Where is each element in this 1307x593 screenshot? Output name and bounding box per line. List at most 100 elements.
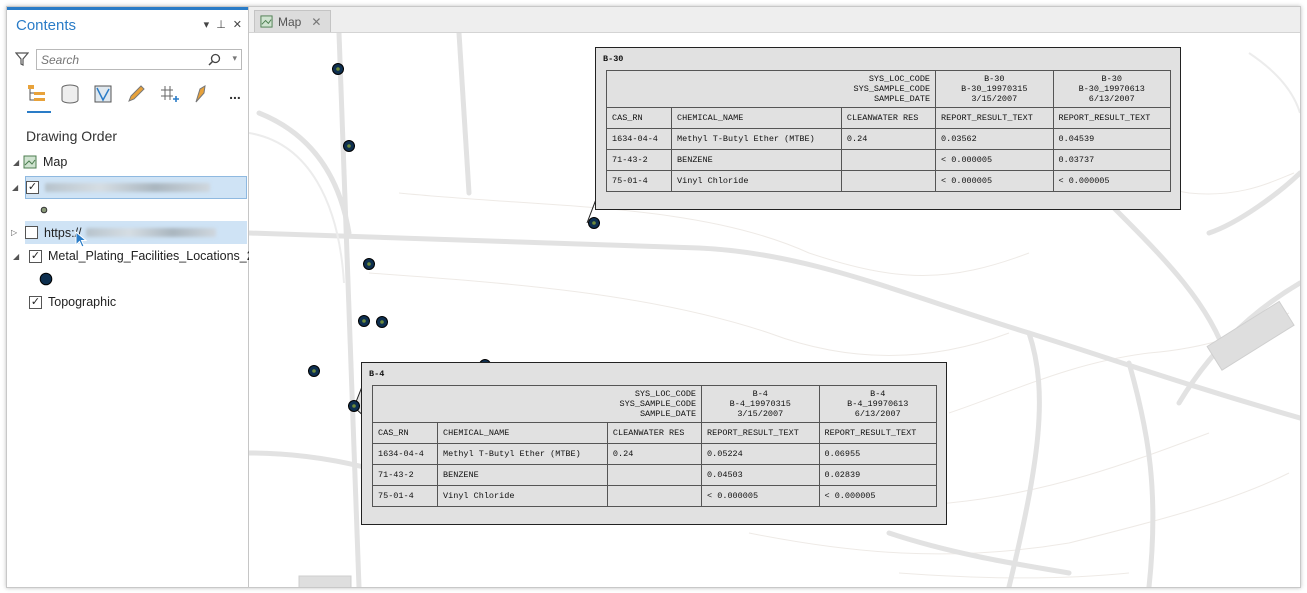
- list-by-snapping-icon[interactable]: [157, 82, 181, 106]
- list-by-selection-icon[interactable]: [91, 82, 115, 106]
- column-header: REPORT_RESULT_TEXT: [818, 422, 937, 444]
- cell: < 0.000005: [935, 149, 1054, 171]
- sample-loc: B-30: [1101, 74, 1122, 84]
- cell: < 0.000005: [935, 170, 1054, 192]
- sample-header: B-30 B-30_19970613 6/13/2007: [1052, 70, 1171, 108]
- table-row: 71-43-2 BENZENE 0.04503 0.02839: [371, 464, 937, 486]
- cell: 0.06955: [818, 443, 937, 465]
- metal-plating-checkbox[interactable]: ✓: [29, 249, 42, 263]
- column-header: REPORT_RESULT_TEXT: [935, 107, 1054, 129]
- collapse-icon[interactable]: ◢: [12, 183, 19, 192]
- tree-metal-plating[interactable]: ◢ ✓ Metal_Plating_Facilities_Locations_2…: [13, 245, 261, 267]
- collapse-icon[interactable]: ◢: [13, 251, 20, 261]
- sample-code: B-30_19970315: [961, 84, 1028, 94]
- cell: Vinyl Chloride: [437, 485, 608, 507]
- column-header: CAS_RN: [371, 422, 439, 444]
- tab-map[interactable]: Map ✕: [254, 10, 331, 32]
- cell: 1634-04-4: [371, 443, 439, 465]
- pane-menu-icon[interactable]: ▾: [203, 19, 210, 31]
- table-row: 75-01-4 Vinyl Chloride < 0.000005 < 0.00…: [371, 485, 937, 507]
- cell: Methyl T-Butyl Ether (MTBE): [671, 128, 842, 150]
- cell: 0.24: [840, 128, 937, 150]
- layer-1-checkbox[interactable]: ✓: [26, 181, 39, 194]
- cell: 0.04539: [1052, 128, 1171, 150]
- search-input[interactable]: [37, 50, 205, 69]
- sample-header: B-4 B-4_19970613 6/13/2007: [818, 385, 937, 423]
- cell: < 0.000005: [818, 485, 937, 507]
- layer-2-checkbox[interactable]: [25, 226, 38, 239]
- search-icon[interactable]: [208, 53, 221, 66]
- close-pane-icon[interactable]: ✕: [232, 19, 242, 31]
- list-by-labeling-icon[interactable]: [190, 82, 214, 106]
- facility-point[interactable]: [376, 316, 388, 328]
- facility-point[interactable]: [308, 365, 320, 377]
- map-layer-label: Map: [43, 155, 68, 169]
- app-window: Contents ▾ ⊥ ✕ ▾: [6, 6, 1301, 588]
- cell: 75-01-4: [605, 170, 673, 192]
- list-by-data-source-icon[interactable]: [58, 82, 82, 106]
- layer-1-name-redacted: [45, 183, 210, 192]
- more-icon[interactable]: ...: [229, 86, 241, 102]
- cell: < 0.000005: [1052, 170, 1171, 192]
- header-label: SAMPLE_DATE: [639, 409, 697, 419]
- cell: BENZENE: [671, 149, 842, 171]
- cell: 0.24: [606, 443, 703, 465]
- cell: [840, 170, 937, 192]
- cell: 0.04503: [701, 464, 820, 486]
- mouse-cursor-icon: [75, 231, 88, 248]
- popup-b30-header-labels: SYS_LOC_CODE SYS_SAMPLE_CODE SAMPLE_DATE: [605, 70, 937, 108]
- facility-point[interactable]: [363, 258, 375, 270]
- tree-layer-2[interactable]: ▷ https://: [11, 221, 247, 244]
- view-tabstrip: Map ✕: [249, 7, 1300, 33]
- search-dropdown-icon[interactable]: ▾: [232, 53, 237, 63]
- tree-topographic[interactable]: ✓ Topographic: [29, 291, 116, 313]
- popup-b4[interactable]: B-4 SYS_LOC_CODE SYS_SAMPLE_CODE SAMPLE_…: [361, 362, 947, 525]
- close-tab-icon[interactable]: ✕: [311, 14, 322, 29]
- pane-controls: ▾ ⊥ ✕: [204, 18, 242, 31]
- facility-point[interactable]: [588, 217, 600, 229]
- sample-header: B-30 B-30_19970315 3/15/2007: [935, 70, 1054, 108]
- header-label: SYS_SAMPLE_CODE: [853, 84, 931, 94]
- table-row: 71-43-2 BENZENE < 0.000005 0.03737: [605, 149, 1171, 171]
- facility-point[interactable]: [348, 400, 360, 412]
- drawing-order-heading: Drawing Order: [26, 128, 118, 144]
- cell: 71-43-2: [371, 464, 439, 486]
- cell: [606, 464, 703, 486]
- cell: Vinyl Chloride: [671, 170, 842, 192]
- collapse-icon[interactable]: ◢: [13, 157, 20, 167]
- facility-point[interactable]: [332, 63, 344, 75]
- list-by-editing-icon[interactable]: [124, 82, 148, 106]
- sample-date: 3/15/2007: [971, 94, 1018, 104]
- cell: 75-01-4: [371, 485, 439, 507]
- cell: 0.05224: [701, 443, 820, 465]
- contents-pane: Contents ▾ ⊥ ✕ ▾: [7, 7, 261, 587]
- column-header-row: CAS_RN CHEMICAL_NAME CLEANWATER RES REPO…: [371, 422, 937, 444]
- tab-map-label: Map: [278, 14, 302, 29]
- facility-point[interactable]: [358, 315, 370, 327]
- sample-loc: B-4: [870, 389, 886, 399]
- column-header: CLEANWATER RES: [840, 107, 937, 129]
- cell: 1634-04-4: [605, 128, 673, 150]
- popup-b30-title: B-30: [603, 54, 624, 64]
- column-header: CHEMICAL_NAME: [671, 107, 842, 129]
- popup-b30[interactable]: B-30 SYS_LOC_CODE SYS_SAMPLE_CODE SAMPLE…: [595, 47, 1181, 210]
- layer-2-url-redacted: [85, 228, 216, 237]
- list-by-drawing-order-icon[interactable]: [25, 82, 49, 106]
- popup-b4-header-labels: SYS_LOC_CODE SYS_SAMPLE_CODE SAMPLE_DATE: [371, 385, 703, 423]
- tree-map[interactable]: ◢ Map: [13, 151, 67, 173]
- cell: [840, 149, 937, 171]
- sample-code: B-4_19970613: [847, 399, 909, 409]
- topographic-checkbox[interactable]: ✓: [29, 295, 42, 309]
- pane-accent-bar: [7, 7, 248, 10]
- cell: 0.02839: [818, 464, 937, 486]
- map-tab-icon: [260, 15, 273, 28]
- popup-b30-table: SYS_LOC_CODE SYS_SAMPLE_CODE SAMPLE_DATE…: [605, 70, 1171, 192]
- filter-icon[interactable]: [15, 52, 29, 66]
- pin-icon[interactable]: ⊥: [216, 19, 226, 31]
- tree-layer-1[interactable]: ◢ ✓: [12, 176, 247, 199]
- table-row: 1634-04-4 Methyl T-Butyl Ether (MTBE) 0.…: [371, 443, 937, 465]
- cell: 71-43-2: [605, 149, 673, 171]
- facility-point[interactable]: [343, 140, 355, 152]
- search-box[interactable]: ▾: [36, 49, 242, 70]
- expand-icon[interactable]: ▷: [11, 228, 18, 237]
